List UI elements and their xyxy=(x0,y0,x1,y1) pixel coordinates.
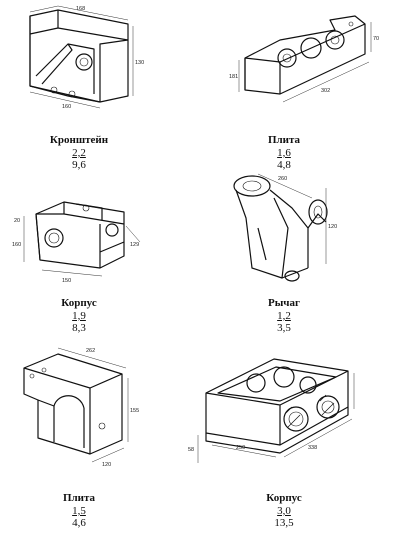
housing-2-dim-1: 250 xyxy=(236,445,245,451)
housing-1-dim-1: 160 xyxy=(12,242,21,248)
plate-2-caption: Плита 1,5 4,6 xyxy=(24,492,134,532)
part-denominator: 13,5 xyxy=(274,517,294,530)
part-numerator: 2,2 xyxy=(72,146,86,159)
part-denominator: 9,6 xyxy=(72,159,86,172)
plate-1-dim-2: 70 xyxy=(373,36,379,42)
part-name: Корпус xyxy=(266,492,302,504)
plate-2-drawing: 262 155 120 xyxy=(23,347,139,467)
part-numerator: 1,6 xyxy=(277,146,291,159)
lever-dim-2: 120 xyxy=(328,224,337,230)
part-numerator: 1,2 xyxy=(277,309,291,322)
part-numerator: 1,5 xyxy=(72,504,86,517)
plate-1-dim-3: 181 xyxy=(229,74,238,80)
housing-1-dim-4: 20 xyxy=(14,218,20,224)
bracket-drawing: 168 130 160 xyxy=(29,5,144,110)
part-denominator: 8,3 xyxy=(72,322,86,335)
housing-2-caption: Корпус 3,0 13,5 xyxy=(229,492,339,532)
housing-1-caption: Корпус 1,9 8,3 xyxy=(24,297,134,337)
bracket-dim-3: 160 xyxy=(62,104,71,110)
part-denominator: 4,8 xyxy=(277,159,291,172)
plate-1-caption: Плита 1,6 4,8 xyxy=(229,134,339,174)
part-name: Корпус xyxy=(61,297,97,309)
part-numerator: 3,0 xyxy=(277,504,291,517)
bracket-caption: Кронштейн 2,2 9,6 xyxy=(24,134,134,174)
part-name: Кронштейн xyxy=(49,134,109,146)
part-denominator: 4,6 xyxy=(72,517,86,530)
housing-2-dim-3: 58 xyxy=(188,447,194,453)
part-name: Рычаг xyxy=(267,297,300,309)
plate-1-dim-1: 302 xyxy=(321,88,330,94)
part-name: Плита xyxy=(62,492,96,504)
lever-drawing: 260 120 xyxy=(233,173,337,282)
housing-1-dim-2: 150 xyxy=(62,278,71,284)
housing-2-drawing: 250 338 58 xyxy=(188,358,355,463)
part-name: Плита xyxy=(267,134,301,146)
housing-1-dim-3: 129 xyxy=(130,242,139,248)
part-numerator: 1,9 xyxy=(72,309,86,322)
plate-1-drawing: 302 70 181 xyxy=(229,15,379,103)
part-denominator: 3,5 xyxy=(277,322,291,335)
bracket-dim-2: 130 xyxy=(135,60,144,66)
plate-2-dim-1: 262 xyxy=(86,348,95,354)
bracket-dim-1: 168 xyxy=(76,6,85,12)
housing-2-dim-2: 338 xyxy=(308,445,317,451)
lever-dim-1: 260 xyxy=(278,176,287,182)
plate-2-dim-2: 155 xyxy=(130,408,139,414)
lever-caption: Рычаг 1,2 3,5 xyxy=(229,297,339,337)
housing-1-drawing: 160 150 129 20 xyxy=(12,201,141,284)
plate-2-dim-3: 120 xyxy=(102,462,111,467)
